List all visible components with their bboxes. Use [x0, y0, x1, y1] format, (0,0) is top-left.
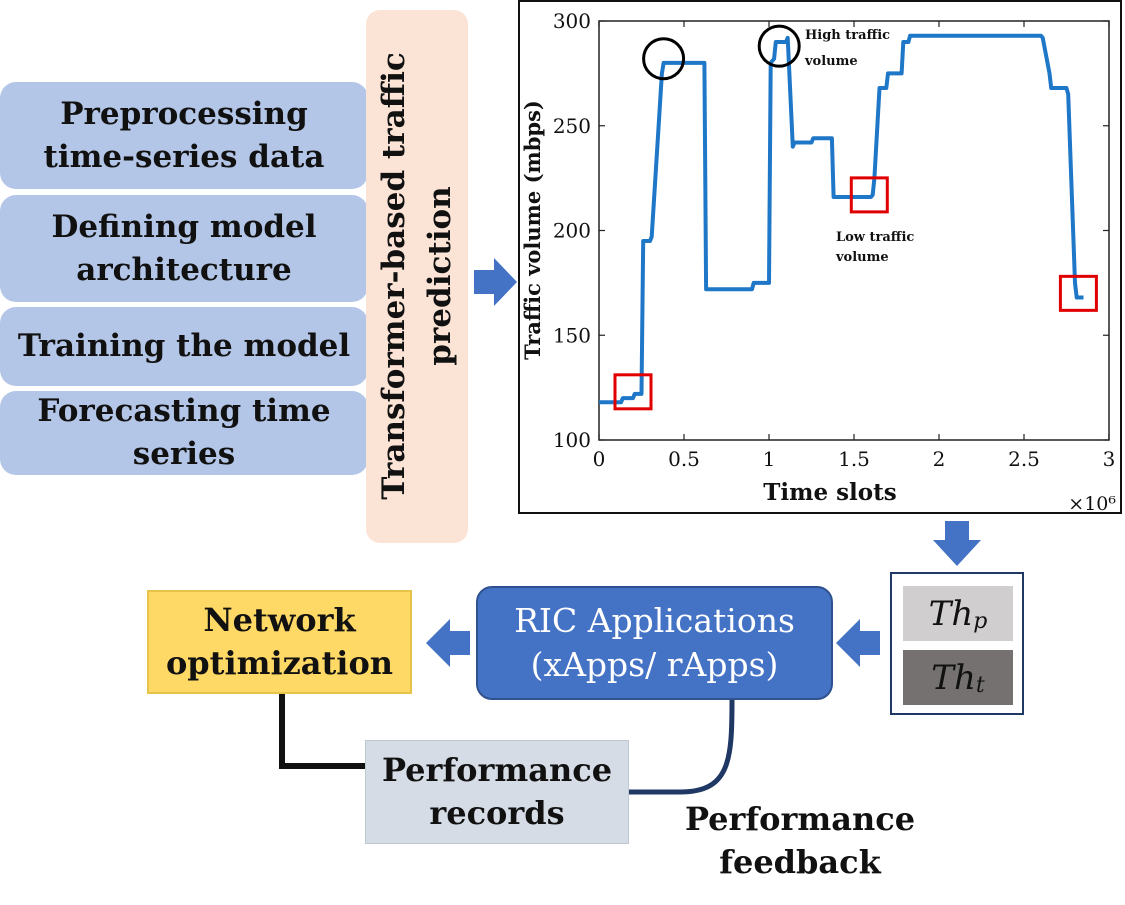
prediction-box [366, 10, 468, 543]
y-tick-label: 150 [553, 323, 591, 347]
annotation-low-line2: volume [835, 250, 889, 265]
step-line: architecture [76, 251, 292, 288]
step-line: Training the model [17, 328, 351, 364]
arrow-down-icon [933, 521, 981, 566]
arrow-left-icon [836, 619, 880, 667]
feedback-line2: feedback [719, 843, 881, 881]
annotation-low-line1: Low traffic [836, 230, 914, 245]
step-line: Forecasting time [37, 393, 331, 429]
x-tick-label: 0 [593, 447, 606, 471]
prediction-label: Transformer-based traffic prediction [376, 52, 458, 500]
step-forecasting: Forecasting time series [0, 391, 368, 475]
y-tick-label: 250 [553, 114, 591, 138]
network-line1: Network [203, 601, 356, 639]
low-traffic-square-marker [1058, 274, 1098, 312]
threshold-p-sub: p [973, 609, 988, 634]
x-tick-label: 0.5 [668, 447, 700, 471]
ric-applications-box: RIC Applications (xApps/ rApps) [476, 586, 833, 700]
threshold-t-main: Th [931, 657, 976, 698]
low-traffic-square-marker [849, 176, 889, 214]
ric-line1: RIC Applications [514, 601, 795, 640]
y-tick-label: 300 [553, 9, 591, 33]
network-line2: optimization [165, 644, 394, 682]
performance-line1: Performance [381, 751, 613, 789]
step-line: series [132, 436, 236, 472]
x-tick-label: 3 [1103, 447, 1116, 471]
step-line: time-series data [43, 138, 325, 175]
x-multiplier: ×10⁶ [1068, 493, 1116, 512]
threshold-t-sub: t [975, 673, 985, 698]
annotation-high-line1: High traffic [805, 28, 890, 43]
traffic-series-line [599, 33, 1084, 405]
performance-records-box: Performance records [365, 740, 629, 844]
low-traffic-square-marker [613, 373, 653, 411]
y-tick-label: 200 [553, 219, 591, 243]
step-defining-architecture: Defining model architecture [0, 195, 368, 302]
high-traffic-circle-marker [642, 37, 686, 81]
arrow-left-icon [426, 619, 470, 667]
network-optimization-box: Network optimization [147, 590, 412, 694]
connector-line [279, 694, 365, 769]
performance-line2: records [429, 794, 565, 832]
x-tick-label: 1 [763, 447, 776, 471]
y-tick-label: 100 [553, 428, 591, 452]
x-tick-label: 2.5 [1008, 447, 1040, 471]
annotation-high-line2: volume [804, 54, 858, 69]
x-tick-label: 1.5 [838, 447, 870, 471]
x-axis-label: Time slots [763, 479, 896, 506]
step-preprocessing: Preprocessing time-series data [0, 82, 368, 189]
y-axis-label: Traffic volume (mbps) [520, 100, 545, 360]
feedback-line1: Performance [684, 800, 916, 838]
step-line: Preprocessing [60, 95, 308, 132]
ric-line2: (xApps/ rApps) [530, 645, 779, 684]
high-traffic-circle-marker [757, 24, 801, 68]
x-tick-label: 2 [933, 447, 946, 471]
feedback-curve [629, 699, 735, 795]
arrow-right-icon [474, 258, 517, 306]
performance-feedback-label: Performance feedback [680, 798, 920, 884]
step-line: Defining model [51, 208, 317, 245]
step-training: Training the model [0, 307, 368, 386]
threshold-p-main: Th [928, 593, 974, 634]
